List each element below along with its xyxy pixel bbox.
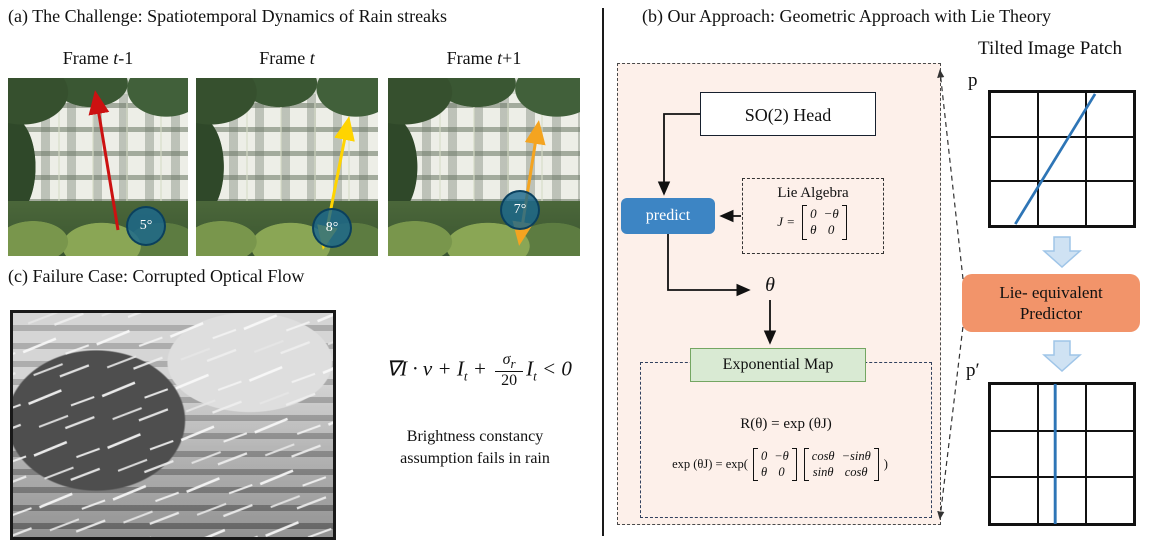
- rotation-matrix: cosθ −sinθ sinθ cosθ: [803, 448, 879, 482]
- patch-p-label: p: [968, 70, 978, 91]
- formula-operator: +: [467, 356, 493, 381]
- frame-label-suffix: -1: [118, 48, 134, 68]
- predict-box: predict: [621, 198, 715, 234]
- down-arrow-icon: [1042, 340, 1082, 372]
- panel-divider: [602, 8, 604, 536]
- caption-line: Brightness constancy: [406, 428, 544, 445]
- failure-caption: Brightness constancy assumption fails in…: [372, 426, 578, 471]
- frame-label-t-plus-1: Frame t+1: [388, 48, 580, 69]
- lie-algebra-matrix: 0 −θ θ 0: [752, 448, 797, 482]
- lie-algebra-box: Lie Algebra J = 0 −θ θ 0: [742, 178, 884, 254]
- aligned-patch-grid: [988, 382, 1136, 526]
- angle-badge: 8°: [312, 208, 352, 248]
- lie-algebra-formula: J = 0 −θ θ 0: [743, 205, 883, 240]
- down-arrow-icon: [1042, 236, 1082, 268]
- optical-flow-image: [10, 310, 336, 540]
- frame-label-t-minus-1: Frame t-1: [8, 48, 188, 69]
- frame-photo-t-plus-1: 7°: [388, 78, 580, 256]
- formula-subscript: t: [533, 368, 537, 384]
- tilted-streak-line: [1014, 93, 1097, 225]
- caption-line: assumption fails in rain: [400, 450, 550, 468]
- bushes: [388, 200, 580, 256]
- frame-label-var: t: [497, 48, 503, 68]
- formula-rhs: ): [883, 457, 888, 472]
- fraction-numerator: σ: [502, 351, 511, 368]
- panel-b-title: (b) Our Approach: Geometric Approach wit…: [642, 6, 1052, 26]
- lie-algebra-title: Lie Algebra: [777, 185, 849, 201]
- angle-value: 8°: [325, 220, 339, 235]
- frame-photo-t: 8°: [196, 78, 378, 256]
- predictor-label-line1: Lie- equivalent: [999, 282, 1103, 302]
- angle-value: 7°: [513, 202, 527, 217]
- frame-label-t: Frame t: [196, 48, 378, 69]
- exponential-map-group-box: [640, 362, 932, 518]
- formula-lhs: exp (θJ) = exp(: [672, 457, 748, 472]
- angle-value: 5°: [139, 218, 153, 233]
- frame-photo-t-minus-1: 5°: [8, 78, 188, 256]
- panel-a-title: (a) The Challenge: Spatiotemporal Dynami…: [8, 6, 448, 26]
- formula-term: I: [526, 356, 534, 381]
- angle-badge: 5°: [126, 206, 166, 246]
- frame-label-text: Frame: [259, 48, 310, 68]
- frame-label-var: t: [113, 48, 119, 68]
- formula-subscript: t: [463, 368, 468, 384]
- lie-algebra-matrix: 0 −θ θ 0: [802, 205, 847, 240]
- frame-label-text: Frame: [446, 48, 498, 68]
- formula-lhs: J =: [777, 214, 796, 230]
- patch-p-prime-label: p′: [966, 360, 980, 381]
- theta-label: θ: [765, 274, 775, 296]
- tilted-image-patch-title: Tilted Image Patch: [978, 38, 1122, 59]
- frame-label-text: Frame: [62, 48, 114, 68]
- exponential-map-box: Exponential Map: [690, 348, 866, 382]
- fraction-numerator-sub: r: [510, 356, 516, 372]
- so2-head-box: SO(2) Head: [700, 92, 876, 136]
- tilted-patch-grid: [988, 90, 1136, 228]
- panel-c-title: (c) Failure Case: Corrupted Optical Flow: [8, 266, 305, 286]
- frame-label-var: t: [309, 48, 315, 68]
- rotation-formula: R(θ) = exp (θJ): [740, 416, 832, 432]
- exponential-formula: exp (θJ) = exp( 0 −θ θ 0 cosθ −sinθ sinθ…: [620, 448, 940, 482]
- lie-equivalent-predictor-box: Lie- equivalent Predictor: [962, 274, 1140, 332]
- vertical-streak-line: [1053, 384, 1057, 524]
- frame-label-suffix: +1: [502, 48, 522, 68]
- angle-badge: 7°: [500, 190, 540, 230]
- fraction-denominator: 20: [495, 371, 524, 389]
- predictor-label-line2: Predictor: [1019, 304, 1083, 323]
- formula-term: ∇I · v + I: [386, 356, 464, 381]
- flow-streaks: [13, 313, 333, 537]
- formula-inequality: < 0: [536, 356, 572, 381]
